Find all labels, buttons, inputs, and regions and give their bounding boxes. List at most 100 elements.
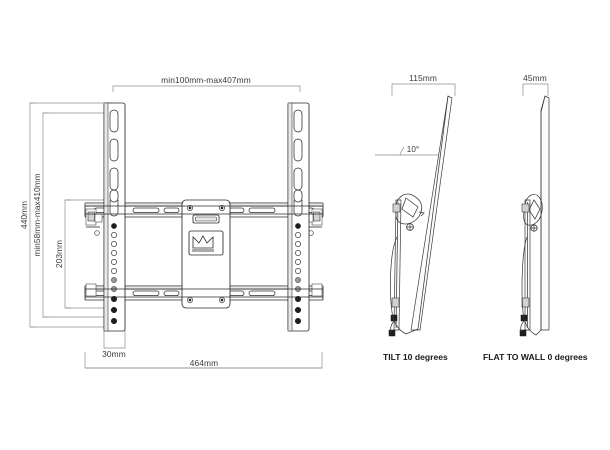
dim-flat-depth-label: 45mm: [523, 73, 547, 83]
dim-tilt-depth: 115mm: [391, 73, 456, 96]
tilt-lower-hook: [390, 236, 419, 335]
arm-clamp-lower: [391, 297, 400, 308]
tilt-lever: [401, 197, 419, 218]
rail-hole: [294, 317, 302, 325]
rail-bevel: [287, 102, 293, 332]
flat-mechanism-housing: [523, 194, 543, 226]
rail-hole: [295, 250, 301, 256]
panel-body: [540, 95, 550, 331]
dim-rail-width: 30mm: [102, 330, 126, 359]
rail-hole: [111, 268, 117, 274]
dim-vesa-range: min58mm-max410mm: [32, 112, 113, 318]
dim-plate-height-label: 203mm: [54, 240, 64, 268]
rail-hole: [111, 250, 117, 256]
rail-slot: [228, 207, 245, 213]
logo-hatching: [192, 249, 214, 252]
rail-hole: [111, 259, 117, 265]
dim-top-width: min100mm-max407mm: [112, 75, 301, 92]
clamp-tab: [94, 213, 103, 223]
dim-flat-depth: 45mm: [522, 73, 549, 96]
rail-slot: [248, 207, 276, 213]
tilt-view-caption: TILT 10 degrees: [383, 352, 448, 362]
clamp-inner: [313, 211, 321, 222]
plate-screw-center: [188, 298, 192, 302]
arm-clamp-upper: [521, 203, 530, 213]
rail-hole: [111, 277, 117, 283]
flat-panel-profile: [540, 95, 550, 331]
rail-slot-long: [293, 189, 303, 203]
plate-screw-center: [220, 298, 224, 302]
bubble-level-vial: [195, 216, 217, 222]
front-view: min100mm-max407mm 440mm min58mm-max410mm: [19, 75, 324, 369]
rail-hole: [111, 241, 117, 247]
arm-foot-lower: [519, 329, 527, 337]
arm-foot-lower: [388, 329, 396, 337]
rail-hole: [295, 223, 301, 229]
rail-hole: [295, 259, 301, 265]
rail-hole: [294, 295, 302, 303]
logo-frame: [188, 230, 224, 256]
rail-edge-ticks: [85, 205, 323, 298]
rail-slot-long: [109, 167, 119, 191]
dim-tilt-angle-label: 10°: [407, 145, 419, 154]
dim-rail-width-label: 30mm: [102, 349, 126, 359]
rail-hole: [111, 232, 117, 238]
rail-hole: [110, 306, 118, 314]
rail-hole: [110, 317, 118, 325]
left-vertical-rail: [103, 102, 126, 332]
rail-hole: [111, 223, 117, 229]
rail-slot: [248, 290, 276, 296]
bubble-level: [192, 214, 220, 224]
arm-clamp-lower: [521, 297, 530, 308]
rail-slot: [132, 290, 160, 296]
rail-hole: [295, 241, 301, 247]
flat-lower-hook: [521, 236, 542, 336]
rail-slot-long: [293, 167, 303, 191]
dim-overall-width: 464mm: [84, 352, 323, 369]
rail-slot: [228, 290, 245, 296]
clamp-inner: [87, 211, 95, 222]
logo-mark: [192, 235, 214, 249]
flat-view-caption: FLAT TO WALL 0 degrees: [483, 352, 588, 362]
rail-slot-long: [293, 138, 303, 162]
rail-slot-long: [109, 109, 119, 133]
tilt-side-view: 115mm 10°: [375, 73, 456, 362]
rail-slot-long: [109, 138, 119, 162]
right-vertical-rail: [287, 102, 310, 332]
tilt-mechanism: [395, 193, 425, 231]
clamp-pivot-hole: [94, 230, 100, 236]
rail-hole: [110, 295, 118, 303]
bottom-rail-slots: [93, 290, 315, 296]
clamp-body-lower: [311, 283, 323, 297]
arm-clamp-upper: [392, 203, 401, 213]
tilted-panel-profile: [410, 95, 453, 331]
dim-overall-height-label: 440mm: [19, 201, 29, 229]
dim-overall-height: 440mm: [19, 102, 113, 328]
rail-hole: [295, 232, 301, 238]
flat-side-view: 45mm: [483, 73, 588, 362]
dim-tilt-depth-label: 115mm: [409, 73, 437, 83]
bracket-arm-body: [393, 199, 402, 331]
tilt-arm-clamps: [388, 203, 401, 337]
rail-slot-long: [293, 109, 303, 133]
plate-screw-center: [188, 206, 192, 210]
dim-top-width-label: min100mm-max407mm: [161, 75, 251, 85]
brand-logo-box: [188, 230, 224, 256]
rail-hole: [295, 277, 301, 283]
center-mounting-plate: [181, 199, 231, 309]
panel-body: [410, 95, 453, 331]
tilt-mechanism-housing: [395, 193, 423, 225]
rail-slot-long: [109, 189, 119, 203]
dim-vesa-range-label: min58mm-max410mm: [32, 173, 42, 256]
dim-overall-width-label: 464mm: [190, 358, 218, 368]
rail-slot: [163, 207, 180, 213]
rail-hole: [295, 268, 301, 274]
rail-hole: [294, 306, 302, 314]
flat-lever: [528, 199, 541, 220]
flat-mechanism: [523, 194, 543, 232]
rail-bevel: [103, 102, 109, 332]
left-end-clamp: [85, 208, 103, 297]
rail-slot: [132, 207, 160, 213]
